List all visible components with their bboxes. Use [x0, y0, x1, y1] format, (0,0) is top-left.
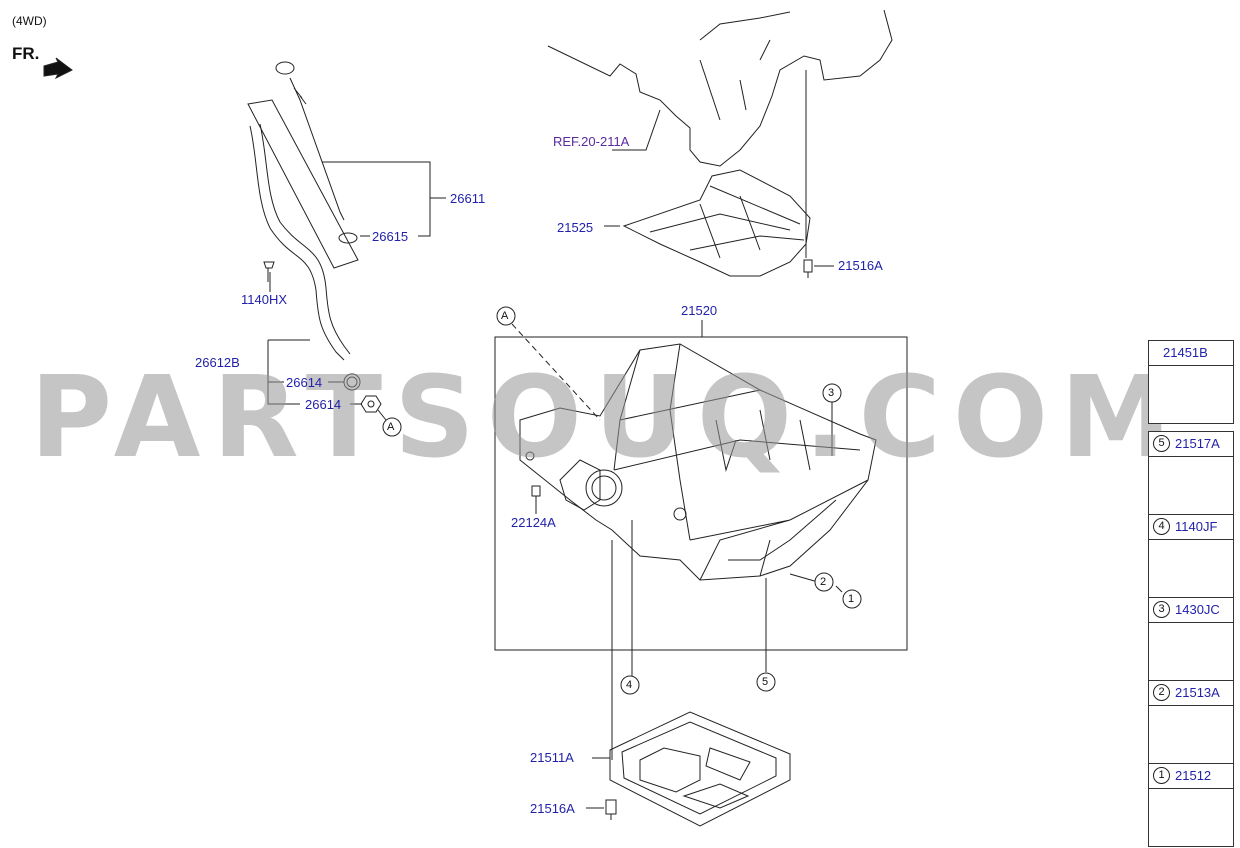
side-part-1140JF[interactable]: 4 1140JF	[1148, 514, 1234, 598]
marker-3: 3	[828, 387, 835, 399]
side-part-label: 21512	[1175, 768, 1212, 783]
circle-3	[822, 383, 842, 403]
oil-baffle	[622, 169, 811, 277]
callout-26614-a[interactable]: 26614	[286, 375, 323, 390]
marker-2: 2	[820, 576, 827, 588]
side-part-label: 1430JC	[1175, 602, 1220, 617]
callout-26612B[interactable]: 26612B	[195, 355, 240, 370]
marker-A-top: A	[501, 310, 509, 322]
upper-oil-pan	[519, 343, 877, 581]
side-part-21451B[interactable]: 21451B	[1148, 340, 1234, 424]
callout-21516A-bottom[interactable]: 21516A	[530, 801, 575, 816]
circle-A-top	[496, 306, 516, 326]
marker-A-left: A	[387, 421, 395, 433]
lower-oil-pan	[609, 711, 791, 827]
callout-21516A-top[interactable]: 21516A	[838, 258, 883, 273]
side-part-1430JC[interactable]: 3 1430JC	[1148, 597, 1234, 681]
callout-26611[interactable]: 26611	[450, 191, 486, 206]
dipstick-handle	[275, 61, 295, 75]
dipstick-tube	[249, 123, 351, 361]
side-part-21517A[interactable]: 5 21517A	[1148, 431, 1234, 515]
seal-26614-a	[343, 373, 361, 391]
callout-26615[interactable]: 26615	[372, 229, 409, 244]
circle-1	[842, 589, 862, 609]
marker-4: 4	[626, 679, 633, 691]
side-part-label: 21517A	[1175, 436, 1220, 451]
reference-link[interactable]: REF.20-211A	[553, 134, 630, 149]
front-arrow-icon	[43, 57, 73, 80]
circle-A-left	[382, 417, 402, 437]
side-marker: 2	[1153, 684, 1170, 701]
callout-22124A[interactable]: 22124A	[511, 515, 556, 530]
seal-26614-b	[360, 395, 382, 413]
variant-note: (4WD)	[12, 14, 47, 28]
side-part-21513A[interactable]: 2 21513A	[1148, 680, 1234, 764]
marker-5: 5	[762, 676, 769, 688]
circle-5	[756, 672, 776, 692]
callout-21520[interactable]: 21520	[681, 303, 718, 318]
circle-4	[620, 675, 640, 695]
side-marker: 3	[1153, 601, 1170, 618]
callout-1140HX[interactable]: 1140HX	[241, 292, 288, 307]
side-part-label: 21513A	[1175, 685, 1220, 700]
o-ring-26615	[338, 232, 358, 244]
side-part-label: 1140JF	[1175, 519, 1218, 534]
side-part-21512[interactable]: 1 21512	[1148, 763, 1234, 847]
side-marker: 5	[1153, 435, 1170, 452]
side-part-label: 21451B	[1163, 345, 1208, 360]
callout-21511A[interactable]: 21511A	[530, 750, 574, 765]
marker-1: 1	[848, 593, 855, 605]
front-marker: FR.	[12, 44, 40, 63]
side-marker: 4	[1153, 518, 1170, 535]
callout-26614-b[interactable]: 26614	[305, 397, 342, 412]
callout-21525[interactable]: 21525	[557, 220, 594, 235]
circle-2	[814, 572, 834, 592]
side-marker: 1	[1153, 767, 1170, 784]
engine-block-outline	[547, 9, 893, 167]
oil-pan-frame	[494, 336, 908, 651]
